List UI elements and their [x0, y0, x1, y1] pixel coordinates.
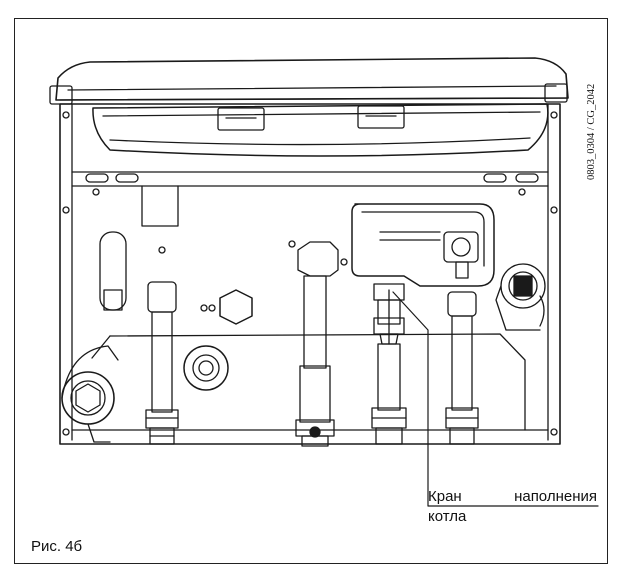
figure-frame [14, 18, 608, 564]
right-valve [495, 263, 546, 331]
drawing-code: 0803_0304 / CG_2042 [586, 83, 597, 180]
pipe-1 [145, 281, 179, 445]
callout-leader [392, 291, 599, 507]
pipe-4 [445, 291, 479, 445]
chassis-frame [59, 103, 561, 445]
callout-label-line-2: котла [428, 508, 467, 525]
figure-caption: Рис. 4б [31, 538, 83, 555]
hex-plug [200, 289, 253, 325]
mounting-bracket [99, 185, 179, 311]
round-port [183, 345, 229, 391]
pipe-3 [371, 343, 407, 445]
boiler-top-cover [49, 57, 569, 105]
hydraulic-group [351, 203, 495, 287]
callout-word-1: Кран [428, 488, 462, 505]
safety-valve [61, 345, 119, 443]
callout-word-2: наполнения [514, 488, 597, 505]
control-panel [92, 103, 549, 157]
callout-label-line-1: Кран наполнения [428, 488, 597, 506]
filling-tap [373, 283, 405, 345]
pipe-2-gas [288, 240, 348, 447]
